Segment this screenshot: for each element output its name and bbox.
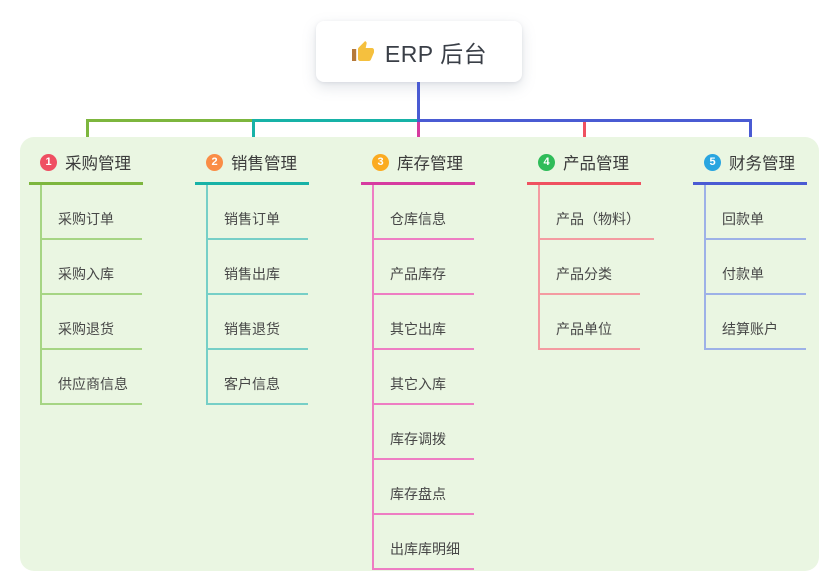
branch-title-row[interactable]: 1 采购管理 — [29, 148, 143, 185]
child-label: 仓库信息 — [390, 211, 446, 227]
branch-children: 采购订单采购入库采购退货供应商信息 — [40, 185, 142, 405]
child-node[interactable]: 供应商信息 — [42, 350, 142, 405]
connector-segment-left — [86, 119, 254, 122]
child-node[interactable]: 库存盘点 — [374, 460, 474, 515]
child-label: 客户信息 — [224, 376, 280, 392]
branch-sales: 2 销售管理 销售订单销售出库销售退货客户信息 — [195, 148, 345, 405]
thumbs-up-icon — [351, 40, 374, 61]
branch-product: 4 产品管理 产品（物料） 产品分类产品单位 — [527, 148, 677, 350]
branch-title-row[interactable]: 3 库存管理 — [361, 148, 475, 185]
child-label: 产品（物料） — [556, 211, 640, 227]
connector-drop-2 — [252, 119, 255, 150]
child-node[interactable]: 销售出库 — [208, 240, 308, 295]
child-node[interactable]: 产品库存 — [374, 240, 474, 295]
mindmap-panel — [20, 137, 819, 571]
child-label: 库存盘点 — [390, 486, 446, 502]
branch-number-badge: 5 — [704, 153, 721, 171]
branch-title: 采购管理 — [65, 155, 131, 173]
branch-children: 仓库信息产品库存其它出库其它入库库存调拨库存盘点出库库明细 — [372, 185, 474, 570]
branch-number-badge: 3 — [372, 153, 389, 171]
connector-root-stem — [417, 82, 420, 120]
connector-drop-4 — [583, 122, 586, 150]
child-node[interactable]: 出库库明细 — [374, 515, 474, 570]
child-node[interactable]: 采购退货 — [42, 295, 142, 350]
child-node[interactable]: 其它出库 — [374, 295, 474, 350]
child-label: 采购订单 — [58, 211, 114, 227]
child-node[interactable]: 销售订单 — [208, 185, 308, 240]
branch-title: 销售管理 — [231, 155, 297, 173]
connector-segment-right — [417, 119, 752, 122]
connector-drop-5 — [749, 119, 752, 150]
child-label: 销售订单 — [224, 211, 280, 227]
branch-title: 库存管理 — [397, 155, 463, 173]
thumbs-up-hand — [357, 40, 374, 61]
branch-children: 销售订单销售出库销售退货客户信息 — [206, 185, 308, 405]
root-title: ERP 后台 — [384, 40, 488, 67]
child-label: 供应商信息 — [58, 376, 128, 392]
child-label: 付款单 — [722, 266, 764, 282]
branch-title-row[interactable]: 4 产品管理 — [527, 148, 641, 185]
branch-title-row[interactable]: 2 销售管理 — [195, 148, 309, 185]
child-label: 库存调拨 — [390, 431, 446, 447]
child-label: 采购退货 — [58, 321, 114, 337]
child-node[interactable]: 库存调拨 — [374, 405, 474, 460]
child-label: 销售退货 — [224, 321, 280, 337]
branch-finance: 5 财务管理 回款单付款单结算账户 — [693, 148, 839, 350]
branch-children: 产品（物料） 产品分类产品单位 — [538, 185, 654, 350]
branch-purchase: 1 采购管理 采购订单采购入库采购退货供应商信息 — [29, 148, 179, 405]
branch-number-badge: 4 — [538, 153, 555, 171]
child-label: 回款单 — [722, 211, 764, 227]
branch-title-row[interactable]: 5 财务管理 — [693, 148, 807, 185]
branch-number-badge: 2 — [206, 153, 223, 171]
thumbs-up-cuff — [351, 48, 357, 61]
child-node[interactable]: 采购订单 — [42, 185, 142, 240]
child-label: 其它入库 — [390, 376, 446, 392]
child-label: 采购入库 — [58, 266, 114, 282]
branch-title: 财务管理 — [729, 155, 795, 173]
connector-segment-mid — [252, 119, 419, 122]
child-node[interactable]: 客户信息 — [208, 350, 308, 405]
connector-drop-3 — [417, 122, 420, 150]
branch-inventory: 3 库存管理 仓库信息产品库存其它出库其它入库库存调拨库存盘点出库库明细 — [361, 148, 511, 570]
child-label: 产品库存 — [390, 266, 446, 282]
child-node[interactable]: 仓库信息 — [374, 185, 474, 240]
child-node[interactable]: 产品（物料） — [540, 185, 654, 240]
child-node[interactable]: 结算账户 — [706, 295, 806, 350]
child-label: 出库库明细 — [390, 541, 460, 557]
child-label: 产品分类 — [556, 266, 612, 282]
child-label: 销售出库 — [224, 266, 280, 282]
connector-drop-1 — [86, 119, 89, 150]
root-node[interactable]: ERP 后台 — [316, 21, 522, 82]
child-node[interactable]: 产品分类 — [540, 240, 640, 295]
child-node[interactable]: 采购入库 — [42, 240, 142, 295]
child-label: 结算账户 — [722, 321, 778, 337]
branch-title: 产品管理 — [563, 155, 629, 173]
child-node[interactable]: 付款单 — [706, 240, 806, 295]
child-node[interactable]: 销售退货 — [208, 295, 308, 350]
child-node[interactable]: 产品单位 — [540, 295, 640, 350]
branch-children: 回款单付款单结算账户 — [704, 185, 806, 350]
branch-number-badge: 1 — [40, 153, 57, 171]
child-node[interactable]: 其它入库 — [374, 350, 474, 405]
child-label: 其它出库 — [390, 321, 446, 337]
child-node[interactable]: 回款单 — [706, 185, 806, 240]
child-label: 产品单位 — [556, 321, 612, 337]
